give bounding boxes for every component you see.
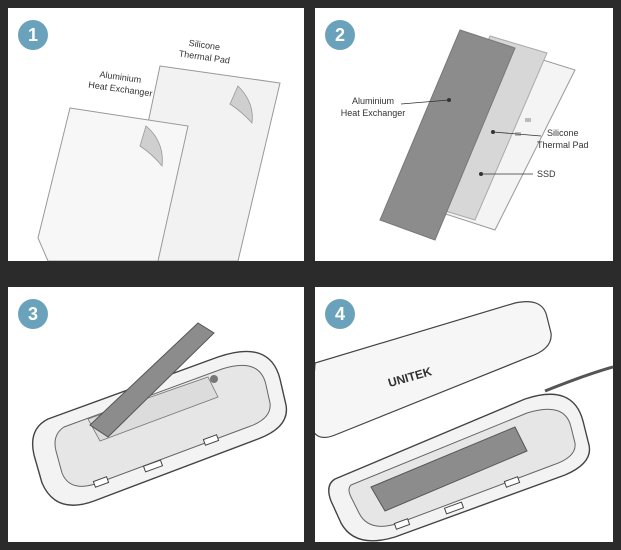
step-number-badge: 1	[18, 20, 48, 50]
step-3-illustration	[31, 322, 288, 506]
heat-exchanger-label-line1: Aluminium	[352, 96, 394, 106]
thermal-pad-label-line2: Thermal Pad	[178, 48, 230, 65]
enclosure-lid	[315, 301, 552, 438]
standoff-screw	[210, 375, 218, 383]
step-1-illustration: Aluminium Heat Exchanger Silicone Therma…	[37, 38, 281, 261]
thermal-pad-label-line1: Silicone	[547, 128, 579, 138]
thermal-pad-leader	[492, 131, 542, 137]
step-3-panel: 3	[8, 287, 304, 542]
heat-exchanger	[379, 29, 516, 241]
usb-port	[202, 434, 220, 446]
thermal-pad-peel-corner	[229, 85, 253, 124]
step-4-illustration: UNITEK	[315, 301, 613, 542]
usb-port	[443, 501, 465, 515]
step-number-badge: 3	[18, 299, 48, 329]
usb-port	[503, 476, 521, 488]
step-4-panel: 4 UNITEK	[315, 287, 613, 542]
heat-exchanger-label-line2: Heat Exchanger	[88, 80, 153, 99]
heat-exchanger-leader	[400, 99, 450, 105]
step-2-illustration: Aluminium Heat Exchanger Silicone Therma…	[341, 29, 589, 241]
usb-port	[393, 518, 411, 530]
usb-port	[142, 459, 164, 473]
ssd-label: SSD	[537, 169, 556, 179]
installed-heat-exchanger	[370, 426, 528, 512]
ssd-with-heat-exchanger	[89, 322, 215, 438]
thermal-pad-label-line1: Silicone	[188, 38, 221, 52]
heat-exchanger-label-line2: Heat Exchanger	[341, 108, 406, 118]
step-number-badge: 2	[325, 20, 355, 50]
thermal-pad-label-line2: Thermal Pad	[537, 140, 589, 150]
usb-cable	[544, 365, 613, 393]
step-number-badge: 4	[325, 299, 355, 329]
step-1-panel: 1 Aluminium Heat Exchanger Silicone Ther…	[8, 8, 304, 261]
usb-port	[92, 476, 110, 488]
heat-exchanger-peel-corner	[139, 125, 163, 167]
step-2-panel: 2 Aluminium Heat Exchanger Silicone Ther…	[315, 8, 613, 261]
